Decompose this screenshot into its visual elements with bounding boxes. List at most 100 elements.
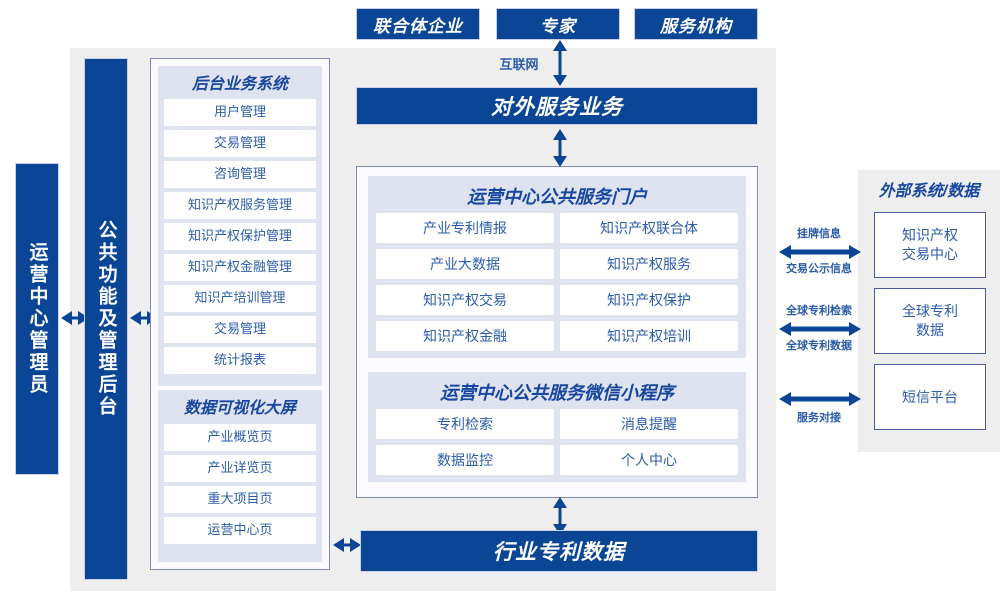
backend-item[interactable]: 知识产权服务管理 — [164, 192, 316, 219]
portal-item[interactable]: 知识产权服务 — [560, 249, 738, 279]
portal-item[interactable]: 知识产权金融 — [376, 321, 554, 351]
backend-item[interactable]: 统计报表 — [164, 347, 316, 374]
backend-system-title: 后台业务系统 — [158, 70, 322, 94]
external-service-bar: 对外服务业务 — [356, 87, 758, 125]
external-box-label: 全球专利 数据 — [902, 303, 958, 338]
industry-patent-data-bar: 行业专利数据 — [360, 530, 758, 572]
external-box-ip-exchange[interactable]: 知识产权 交易中心 — [874, 212, 986, 278]
top-actor-expert: 专家 — [496, 8, 620, 40]
backend-item-label: 交易管理 — [213, 135, 266, 151]
portal-title: 运营中心公共服务门户 — [368, 182, 746, 210]
backend-item-label: 知识产权金融管理 — [187, 259, 292, 275]
arrow-internet — [553, 40, 567, 86]
miniprogram-item[interactable]: 专利检索 — [376, 409, 554, 439]
backend-item-label: 统计报表 — [213, 352, 266, 368]
external-systems-title-text: 外部系统/数据 — [878, 183, 980, 200]
miniprogram-item-label: 消息提醒 — [621, 415, 677, 432]
portal-item-label: 知识产权联合体 — [600, 219, 698, 236]
external-box-sms[interactable]: 短信平台 — [874, 364, 986, 430]
portal-item[interactable]: 知识产权交易 — [376, 285, 554, 315]
portal-title-text: 运营中心公共服务门户 — [467, 187, 647, 207]
external-conn-above-text: 全球专利检索 — [786, 305, 852, 317]
portal-item[interactable]: 知识产权联合体 — [560, 213, 738, 243]
backend-item-label: 用户管理 — [213, 104, 266, 120]
data-visual-item-label: 产业详览页 — [207, 460, 273, 476]
miniprogram-item[interactable]: 消息提醒 — [560, 409, 738, 439]
backend-item[interactable]: 知识产权保护管理 — [164, 223, 316, 250]
arrow-external-ip-exchange — [779, 245, 861, 259]
portal-item[interactable]: 产业大数据 — [376, 249, 554, 279]
portal-item[interactable]: 产业专利情报 — [376, 213, 554, 243]
operator-admin-label: 运营中心管理员 — [26, 242, 48, 396]
arrow-external-sms — [779, 392, 861, 406]
external-conn-label-below: 全球专利数据 — [772, 338, 866, 354]
external-box-label: 知识产权 交易中心 — [902, 227, 958, 262]
external-conn-label-below: 服务对接 — [778, 410, 860, 426]
backend-item-label: 知识产培训管理 — [194, 290, 286, 306]
operator-admin-column: 运营中心管理员 — [15, 163, 59, 475]
portal-item-label: 产业大数据 — [430, 255, 500, 272]
data-visual-item[interactable]: 运营中心页 — [164, 517, 316, 544]
industry-patent-data-label: 行业专利数据 — [493, 541, 625, 564]
top-actor-label: 服务机构 — [660, 16, 732, 36]
external-conn-label-above: 挂牌信息 — [778, 226, 860, 242]
data-visual-item[interactable]: 重大项目页 — [164, 486, 316, 513]
backend-item[interactable]: 交易管理 — [164, 130, 316, 157]
data-visual-item-label: 运营中心页 — [207, 522, 273, 538]
backend-item[interactable]: 用户管理 — [164, 99, 316, 126]
arrow-admin-to-backend — [61, 311, 89, 325]
portal-item-label: 知识产权保护 — [607, 291, 691, 308]
portal-item-label: 知识产权服务 — [607, 255, 691, 272]
top-actor-label: 联合体企业 — [373, 16, 463, 36]
portal-item-label: 知识产权交易 — [423, 291, 507, 308]
external-conn-label-below: 交易公示信息 — [772, 261, 866, 277]
data-visual-item-label: 重大项目页 — [207, 491, 273, 507]
internet-label-text: 互联网 — [499, 57, 539, 72]
portal-item-label: 知识产权培训 — [607, 327, 691, 344]
backend-item-label: 咨询管理 — [213, 166, 266, 182]
external-box-label: 短信平台 — [902, 388, 958, 405]
backend-item[interactable]: 知识产权金融管理 — [164, 254, 316, 281]
portal-item[interactable]: 知识产权培训 — [560, 321, 738, 351]
backend-item[interactable]: 知识产培训管理 — [164, 285, 316, 312]
data-visual-title-text: 数据可视化大屏 — [183, 400, 296, 417]
external-conn-above-text: 挂牌信息 — [797, 228, 841, 240]
internet-label: 互联网 — [489, 56, 549, 74]
common-backend-column: 公共功能及管理后台 — [84, 58, 128, 580]
data-visual-item-label: 产业概览页 — [207, 429, 273, 445]
external-conn-below-text: 全球专利数据 — [786, 340, 852, 352]
backend-system-title-text: 后台业务系统 — [191, 76, 288, 93]
external-conn-label-above: 全球专利检索 — [772, 303, 866, 319]
miniprogram-item-label: 专利检索 — [437, 415, 493, 432]
miniprogram-item[interactable]: 个人中心 — [560, 445, 738, 475]
external-box-global-patent[interactable]: 全球专利 数据 — [874, 288, 986, 354]
portal-item[interactable]: 知识产权保护 — [560, 285, 738, 315]
external-conn-below-text: 服务对接 — [797, 412, 841, 424]
arrow-backend-to-bottom — [333, 538, 361, 552]
miniprogram-title: 运营中心公共服务微信小程序 — [368, 378, 746, 406]
top-actor-lianhe: 联合体企业 — [356, 8, 480, 40]
external-service-label: 对外服务业务 — [491, 96, 623, 119]
arrow-portal-to-bottom — [553, 497, 567, 535]
external-conn-below-text: 交易公示信息 — [786, 263, 852, 275]
backend-item[interactable]: 咨询管理 — [164, 161, 316, 188]
data-visual-item[interactable]: 产业概览页 — [164, 424, 316, 451]
miniprogram-item-label: 数据监控 — [437, 451, 493, 468]
external-systems-title: 外部系统/数据 — [858, 175, 1000, 203]
portal-item-label: 知识产权金融 — [423, 327, 507, 344]
top-actor-label: 专家 — [540, 16, 576, 36]
miniprogram-title-text: 运营中心公共服务微信小程序 — [440, 383, 674, 403]
backend-item-label: 知识产权保护管理 — [187, 228, 292, 244]
common-backend-label: 公共功能及管理后台 — [95, 220, 117, 418]
miniprogram-item-label: 个人中心 — [621, 451, 677, 468]
arrow-external-global-patent — [779, 322, 861, 336]
arrow-service-to-portal — [553, 129, 567, 167]
backend-item[interactable]: 交易管理 — [164, 316, 316, 343]
top-actor-service-org: 服务机构 — [634, 8, 758, 40]
data-visual-title: 数据可视化大屏 — [158, 394, 322, 418]
backend-item-label: 交易管理 — [213, 321, 266, 337]
miniprogram-item[interactable]: 数据监控 — [376, 445, 554, 475]
data-visual-item[interactable]: 产业详览页 — [164, 455, 316, 482]
backend-item-label: 知识产权服务管理 — [187, 197, 292, 213]
